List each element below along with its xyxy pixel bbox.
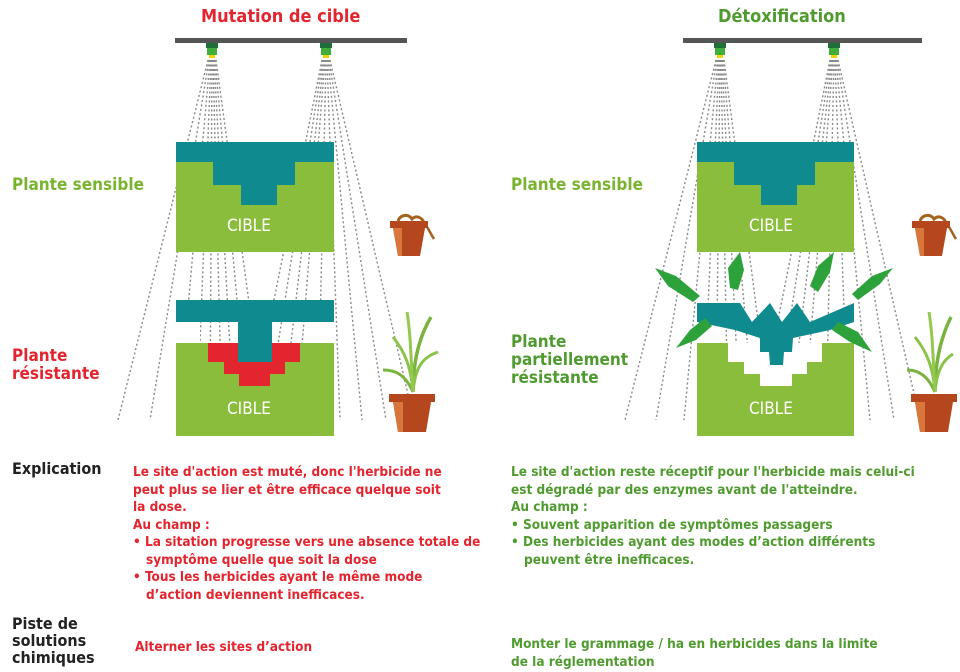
dead-potted-plant-left	[390, 213, 436, 256]
left-solution: Alterner les sites d’action	[135, 639, 313, 655]
right-bullet: • Souvent apparition de symptômes passag…	[511, 516, 833, 533]
right-resistant-label: Plante partiellement résistante	[511, 332, 629, 388]
spray-line	[329, 59, 415, 421]
nozzle	[714, 43, 726, 58]
partially-resistant-plant-right	[697, 303, 854, 436]
row-header-explication: Explication	[12, 459, 102, 478]
healthy-potted-plant-right	[906, 311, 957, 432]
healthy-potted-plant-left	[382, 311, 439, 432]
sensitive-plant-left	[176, 142, 334, 252]
spray-line	[327, 59, 363, 421]
left-title: Mutation de cible	[201, 6, 361, 27]
spray-line	[117, 59, 209, 421]
right-title: Détoxification	[718, 6, 846, 27]
nozzle	[828, 43, 840, 58]
left-target-label-bottom: CIBLE	[227, 399, 271, 419]
sprayer-bar	[683, 38, 922, 43]
right-bullet: • Des herbicides ayant des modes d’actio…	[511, 534, 876, 568]
spray-line	[624, 59, 717, 421]
right-sensitive-label: Plante sensible	[511, 175, 643, 195]
right-explanation: Le site d'action reste réceptif pour l'h…	[511, 464, 960, 569]
left-sensitive-label: Plante sensible	[12, 175, 144, 195]
dead-potted-plant-right	[912, 213, 958, 256]
right-target-label-bottom: CIBLE	[749, 399, 793, 419]
sprayer-bar	[175, 38, 407, 43]
spray-line	[837, 59, 921, 421]
right-panel	[655, 38, 958, 436]
resistant-plant-left	[176, 300, 334, 436]
right-solution: Monter le grammage / ha en herbicides da…	[511, 636, 878, 670]
left-target-label-top: CIBLE	[227, 216, 271, 236]
nozzle	[320, 43, 332, 58]
left-resistant-label: Plante résistante	[12, 346, 100, 384]
left-bullet: • La sitation progresse vers une absence…	[133, 534, 481, 568]
sensitive-plant-right	[697, 142, 854, 252]
enzyme-arrows	[655, 252, 893, 352]
nozzle	[206, 43, 218, 58]
left-bullet: • Tous les herbicides ayant le même mode…	[133, 569, 423, 603]
row-header-piste: Piste de solutions chimiques	[12, 614, 95, 667]
left-panel	[175, 38, 439, 436]
right-target-label-top: CIBLE	[749, 216, 793, 236]
left-explanation: Le site d'action est muté, donc l'herbic…	[133, 464, 483, 604]
